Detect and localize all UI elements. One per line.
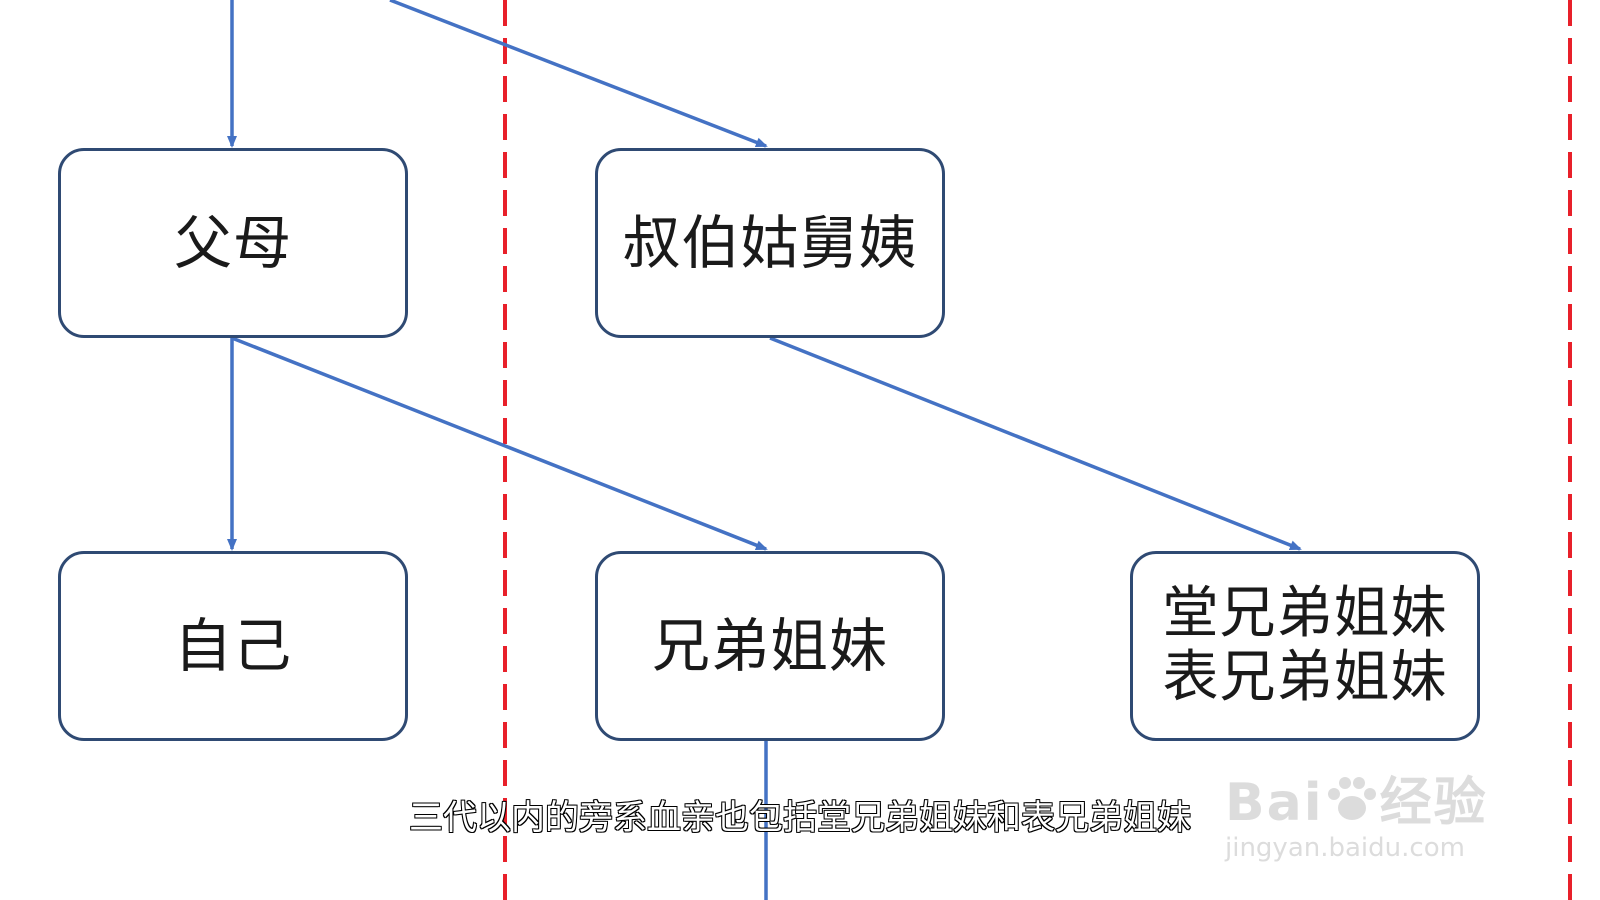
node-self-label: 自己 — [173, 612, 292, 680]
watermark-brand-right: 经验 — [1379, 773, 1488, 833]
arrow-grandparents-to-uncles — [389, 0, 768, 148]
watermark: Bai 经验 jingyan.baidu.com — [1225, 760, 1488, 863]
node-parents-label: 父母 — [173, 209, 292, 277]
node-siblings: 兄弟姐妹 — [595, 551, 945, 741]
subtitle-caption: 三代以内的旁系血亲也包括堂兄弟姐妹和表兄弟姐妹 — [408, 797, 1192, 839]
node-uncles-aunts-label: 叔伯姑舅姨 — [622, 209, 918, 277]
node-parents: 父母 — [58, 148, 408, 338]
paw-icon — [1327, 777, 1376, 820]
arrow-parents-to-siblings — [231, 336, 768, 551]
watermark-brand-left: Bai — [1225, 773, 1324, 833]
node-siblings-label: 兄弟姐妹 — [651, 612, 888, 680]
node-cousins: 堂兄弟姐妹 表兄弟姐妹 — [1130, 551, 1480, 741]
node-uncles-aunts: 叔伯姑舅姨 — [595, 148, 945, 338]
node-cousins-label-line1: 堂兄弟姐妹 — [1162, 581, 1448, 646]
arrow-uncles-to-cousins — [769, 336, 1302, 551]
node-self: 自己 — [58, 551, 408, 741]
watermark-url: jingyan.baidu.com — [1225, 833, 1465, 863]
node-cousins-label-line2: 表兄弟姐妹 — [1162, 645, 1448, 710]
watermark-brand: Bai 经验 — [1225, 760, 1488, 835]
